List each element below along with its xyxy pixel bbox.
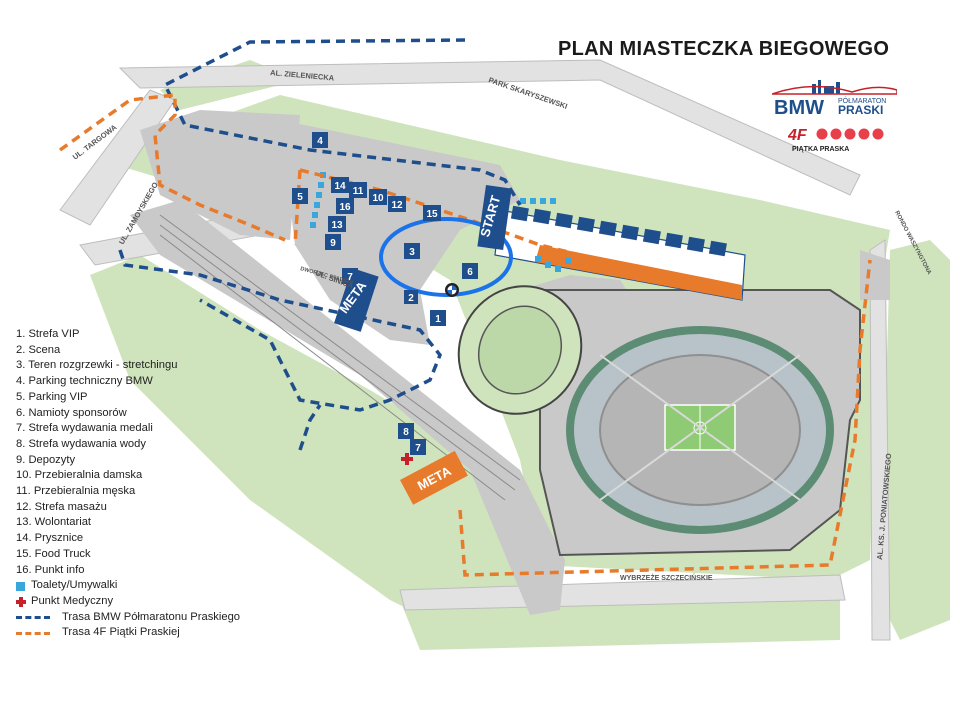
piatka-logo-text: PIĄTKA PRASKA [792, 146, 849, 153]
zone-15: 15 [423, 205, 441, 221]
zone-4: 4 [312, 132, 328, 148]
legend-item: 4. Parking techniczny BMW [16, 375, 153, 388]
zone-7b: 7 [410, 439, 426, 455]
svg-text:1: 1 [435, 314, 441, 325]
highlight-circle [379, 217, 513, 297]
page-title: PLAN MIASTECZKA BIEGOWEGO [558, 38, 890, 60]
svg-text:5: 5 [297, 192, 303, 203]
zone-11: 11 [349, 182, 367, 198]
svg-text:3: 3 [409, 247, 415, 258]
zone-2: 2 [404, 290, 418, 304]
zone-1: 1 [430, 310, 446, 326]
svg-text:4: 4 [317, 136, 323, 147]
zone-3: 3 [404, 243, 420, 259]
five-circles-icon [816, 128, 884, 140]
4f-piatka-logo: 4F PIĄTKA PRASKA [788, 127, 884, 153]
legend-item: 14. Prysznice [16, 532, 84, 545]
legend-item: 12. Strefa masażu [16, 500, 107, 513]
svg-text:7: 7 [415, 443, 421, 454]
svg-text:11: 11 [353, 186, 364, 197]
legend-item: 13. Wolontariat [16, 516, 92, 529]
zone-12: 12 [388, 196, 406, 212]
legend-item: 1. Strefa VIP [16, 328, 80, 340]
legend-item: 11. Przebieralnia męska [16, 485, 136, 498]
legend-route-4f: Trasa 4F Piątki Praskiej [16, 625, 240, 641]
zone-8: 8 [398, 423, 414, 439]
legend-item: 9. Depozyty [16, 453, 76, 466]
svg-text:14: 14 [334, 181, 346, 192]
blue-dash-icon [16, 616, 50, 619]
bmw-logo-subtitle-top: PÓŁMARATON [838, 96, 886, 105]
zone-13: 13 [328, 216, 346, 232]
svg-text:7: 7 [347, 272, 353, 283]
zone-badges: 1 2 3 4 5 6 7 8 7 9 10 11 12 13 14 15 16 [292, 132, 478, 455]
legend-item: 15. Food Truck [16, 547, 91, 560]
medical-cross-icon [16, 596, 26, 607]
zone-9: 9 [325, 234, 341, 250]
svg-text:16: 16 [339, 202, 351, 213]
bmw-logo-text: BMW [774, 97, 824, 118]
legend-medical: Punkt Medyczny [16, 594, 240, 610]
zone-14: 14 [331, 177, 349, 193]
svg-text:2: 2 [408, 293, 414, 304]
legend-toilets: Toalety/Umywalki [16, 578, 240, 594]
zone-6: 6 [462, 263, 478, 279]
legend-item: 6. Namioty sponsorów [16, 406, 127, 419]
svg-text:6: 6 [467, 267, 473, 278]
bmw-logo-subtitle-bottom: PRASKI [838, 103, 883, 117]
bmw-roundel-icon [445, 283, 459, 297]
legend-item: 16. Punkt info [16, 563, 85, 576]
map-legend: 1. Strefa VIP 2. Scena 3. Teren rozgrzew… [16, 327, 240, 641]
route-bmw [118, 38, 522, 451]
legend-item: 5. Parking VIP [16, 390, 88, 403]
zone-10: 10 [369, 189, 387, 205]
zone-7: 7 [342, 268, 358, 284]
legend-route-bmw: Trasa BMW Półmaratonu Praskiego [16, 610, 240, 626]
athletics-track [457, 285, 583, 415]
legend-item: 3. Teren rozgrzewki - stretchingu [16, 359, 178, 372]
svg-text:8: 8 [403, 427, 409, 438]
bmw-polmaraton-logo: BMW PÓŁMARATON PRASKI [772, 80, 897, 118]
legend-item: 8. Strefa wydawania wody [16, 437, 146, 450]
zone-5: 5 [292, 188, 308, 204]
city-skyline-icon [772, 80, 897, 95]
orange-dash-icon [16, 631, 50, 635]
svg-text:12: 12 [391, 200, 403, 211]
stadium [539, 289, 861, 557]
4f-logo-text: 4F [788, 127, 808, 144]
svg-text:9: 9 [330, 238, 336, 249]
legend-item: 7. Strefa wydawania medali [16, 422, 153, 435]
svg-text:13: 13 [331, 220, 343, 231]
zone-16: 16 [336, 198, 354, 214]
legend-item: 10. Przebieralnia damska [16, 469, 143, 482]
toilet-icon [16, 581, 25, 591]
svg-text:10: 10 [372, 193, 384, 204]
svg-text:15: 15 [426, 209, 438, 220]
legend-item: 2. Scena [16, 343, 61, 356]
street-wybrzeze: WYBRZEŻE SZCZECIŃSKIE [620, 573, 713, 582]
